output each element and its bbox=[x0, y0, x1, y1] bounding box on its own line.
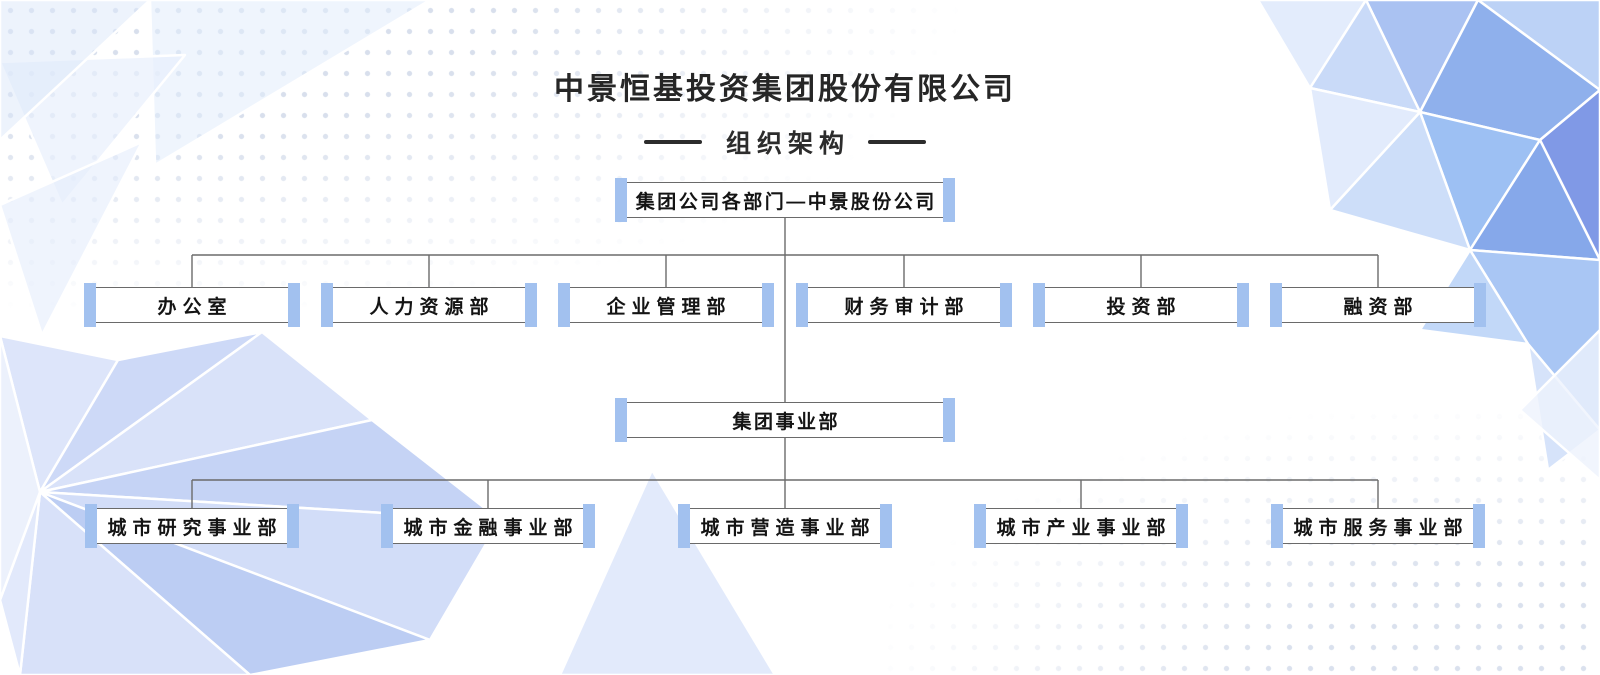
node-label: 财务审计部 bbox=[844, 296, 970, 318]
node-label: 城市金融事业部 bbox=[403, 517, 579, 539]
accent-bar-left bbox=[796, 283, 808, 327]
node-box: 融资部 bbox=[1279, 287, 1477, 323]
node-city-research: 城市研究事业部 bbox=[85, 504, 299, 548]
subtitle-dash-left bbox=[643, 140, 702, 144]
node-box: 集团事业部 bbox=[624, 402, 946, 438]
accent-bar-left bbox=[381, 504, 393, 548]
node-box: 集团公司各部门—中景股份公司 bbox=[624, 182, 946, 218]
node-box: 城市金融事业部 bbox=[390, 508, 586, 544]
node-box: 城市服务事业部 bbox=[1280, 508, 1476, 544]
accent-bar-right bbox=[880, 504, 892, 548]
node-box: 办公室 bbox=[93, 287, 291, 323]
accent-bar-left bbox=[974, 504, 986, 548]
node-label: 融资部 bbox=[1343, 296, 1419, 318]
accent-bar-right bbox=[762, 283, 774, 327]
accent-bar-right bbox=[287, 504, 299, 548]
accent-bar-left bbox=[615, 398, 627, 442]
node-label: 城市服务事业部 bbox=[1293, 517, 1469, 539]
node-box: 人力资源部 bbox=[330, 287, 528, 323]
node-label: 集团公司各部门—中景股份公司 bbox=[635, 191, 937, 213]
node-label: 投资部 bbox=[1106, 296, 1182, 318]
page-subtitle: 组织架构 bbox=[725, 130, 850, 158]
node-city-finance: 城市金融事业部 bbox=[381, 504, 595, 548]
subtitle-dash-right bbox=[868, 140, 926, 144]
accent-bar-right bbox=[1473, 504, 1485, 548]
node-box: 城市营造事业部 bbox=[687, 508, 883, 544]
node-city-service: 城市服务事业部 bbox=[1271, 504, 1485, 548]
accent-bar-left bbox=[558, 283, 570, 327]
accent-bar-right bbox=[1000, 283, 1012, 327]
node-investment: 投资部 bbox=[1033, 283, 1249, 327]
node-financing: 融资部 bbox=[1270, 283, 1486, 327]
node-box: 城市研究事业部 bbox=[94, 508, 290, 544]
accent-bar-right bbox=[1176, 504, 1188, 548]
accent-bar-left bbox=[84, 283, 96, 327]
node-label: 办公室 bbox=[157, 296, 233, 318]
accent-bar-right bbox=[1474, 283, 1486, 327]
accent-bar-left bbox=[1270, 283, 1282, 327]
node-label: 城市研究事业部 bbox=[107, 517, 283, 539]
accent-bar-right bbox=[1237, 283, 1249, 327]
accent-bar-right bbox=[943, 398, 955, 442]
node-city-construction: 城市营造事业部 bbox=[678, 504, 892, 548]
accent-bar-right bbox=[288, 283, 300, 327]
node-finance-audit: 财务审计部 bbox=[796, 283, 1012, 327]
node-city-industry: 城市产业事业部 bbox=[974, 504, 1188, 548]
node-label: 人力资源部 bbox=[369, 296, 495, 318]
node-box: 财务审计部 bbox=[805, 287, 1003, 323]
accent-bar-right bbox=[943, 178, 955, 222]
node-root: 集团公司各部门—中景股份公司 bbox=[615, 178, 955, 222]
accent-bar-left bbox=[321, 283, 333, 327]
node-label: 企业管理部 bbox=[606, 296, 732, 318]
chart-header: 中景恒基投资集团股份有限公司 组织架构 bbox=[0, 64, 1570, 160]
accent-bar-left bbox=[678, 504, 690, 548]
node-group-division: 集团事业部 bbox=[615, 398, 955, 442]
accent-bar-left bbox=[1271, 504, 1283, 548]
node-enterprise-management: 企业管理部 bbox=[558, 283, 774, 327]
accent-bar-left bbox=[615, 178, 627, 222]
node-box: 城市产业事业部 bbox=[983, 508, 1179, 544]
accent-bar-right bbox=[525, 283, 537, 327]
node-label: 城市产业事业部 bbox=[996, 517, 1172, 539]
node-box: 投资部 bbox=[1042, 287, 1240, 323]
accent-bar-left bbox=[85, 504, 97, 548]
node-label: 集团事业部 bbox=[732, 411, 840, 433]
subtitle-row: 组织架构 bbox=[0, 124, 1570, 160]
node-label: 城市营造事业部 bbox=[700, 517, 876, 539]
accent-bar-right bbox=[583, 504, 595, 548]
accent-bar-left bbox=[1033, 283, 1045, 327]
node-box: 企业管理部 bbox=[567, 287, 765, 323]
node-office: 办公室 bbox=[84, 283, 300, 327]
page-title: 中景恒基投资集团股份有限公司 bbox=[554, 73, 1016, 106]
node-human-resources: 人力资源部 bbox=[321, 283, 537, 327]
